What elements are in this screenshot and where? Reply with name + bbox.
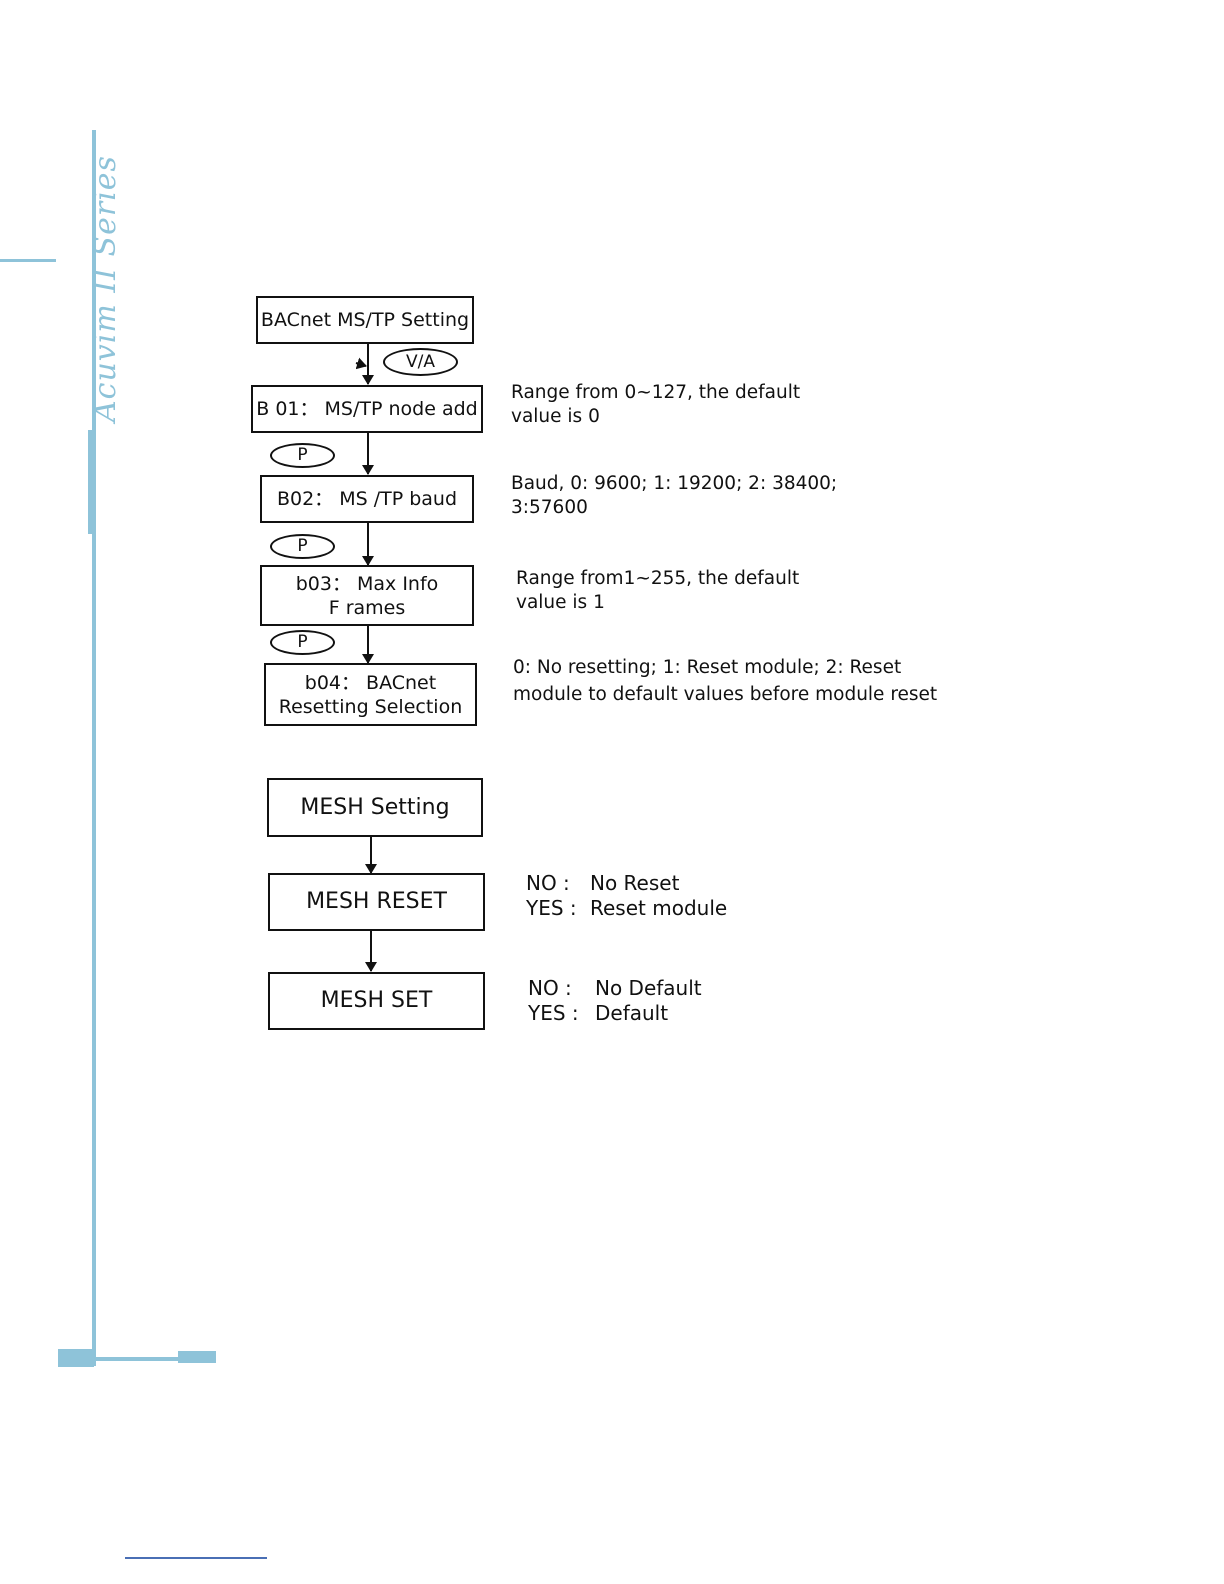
mesh-title: MESH Setting (300, 794, 450, 820)
va-key-label: V/A (406, 351, 435, 372)
option-key: YES : (528, 1001, 579, 1025)
b03-box: b03： Max Info F rames (260, 565, 474, 626)
option-key: NO : (526, 871, 570, 895)
mesh-reset-box: MESH RESET (268, 873, 485, 931)
b03-desc-line-2: value is 1 (516, 592, 605, 613)
b02-box: B02： MS /TP baud (260, 475, 474, 523)
va-key-oval: V/A (383, 348, 458, 376)
sidebar-vertical-line (92, 130, 96, 1366)
b04-label-line-1: b04： BACnet (304, 671, 437, 694)
sidebar-top-tick (0, 259, 56, 262)
p-key-label-2: P (297, 536, 308, 556)
b03-label-line-1: b03： Max Info (295, 572, 439, 595)
b01-desc: Range from 0~127, the default value is 0 (511, 381, 800, 429)
sidebar-thick-segment (88, 430, 95, 534)
b04-desc-line-2: module to default values before module r… (513, 684, 938, 705)
mesh-reset-options: NO : No Reset YES : Reset module (526, 871, 727, 921)
mesh-set-options: NO : No Default YES : Default (528, 976, 702, 1026)
option-value: No Default (595, 976, 702, 1000)
b02-desc-line-2: 3:57600 (511, 497, 588, 518)
mesh-title-box: MESH Setting (267, 778, 483, 837)
footer-rule (125, 1557, 267, 1559)
bacnet-title-box: BACnet MS/TP Setting (256, 296, 474, 344)
option-value: Default (595, 1001, 669, 1025)
b04-box: b04： BACnet Resetting Selection (264, 663, 477, 726)
b01-desc-line-1: Range from 0~127, the default (511, 382, 801, 403)
b01-desc-line-2: value is 0 (511, 406, 600, 427)
mesh-set-option-yes: YES : Default (528, 1001, 702, 1026)
mesh-reset-option-yes: YES : Reset module (526, 896, 727, 921)
p-key-oval-3: P (270, 630, 335, 655)
option-key: NO : (528, 976, 572, 1000)
option-value: No Reset (590, 871, 680, 895)
mesh-set-option-no: NO : No Default (528, 976, 702, 1001)
b03-label-line-2: F rames (328, 596, 406, 619)
p-key-oval-2: P (270, 534, 335, 559)
b02-label: B02： MS /TP baud (276, 488, 458, 510)
b04-desc: 0: No resetting; 1: Reset module; 2: Res… (513, 654, 937, 708)
b01-box: B 01： MS/TP node add (251, 385, 483, 433)
sidebar-bottom-block (58, 1349, 94, 1367)
sidebar-bottom-end (178, 1351, 216, 1363)
option-key: YES : (526, 896, 577, 920)
b02-desc-line-1: Baud, 0: 9600; 1: 19200; 2: 38400; (511, 473, 838, 494)
p-key-label-1: P (297, 445, 308, 465)
b04-desc-line-1: 0: No resetting; 1: Reset module; 2: Res… (513, 657, 902, 678)
bacnet-title: BACnet MS/TP Setting (260, 309, 470, 331)
sidebar-bottom-line (92, 1357, 182, 1361)
mesh-set-label: MESH SET (320, 988, 433, 1013)
mesh-reset-option-no: NO : No Reset (526, 871, 727, 896)
arrow-side-entry (355, 357, 367, 370)
b04-label-line-2: Resetting Selection (278, 695, 463, 718)
option-value: Reset module (590, 896, 728, 920)
p-key-label-3: P (297, 632, 308, 652)
b02-desc: Baud, 0: 9600; 1: 19200; 2: 38400; 3:576… (511, 472, 837, 520)
mesh-set-box: MESH SET (268, 972, 485, 1030)
b03-desc: Range from1~255, the default value is 1 (516, 567, 799, 615)
b03-desc-line-1: Range from1~255, the default (516, 568, 800, 589)
mesh-reset-label: MESH RESET (306, 889, 447, 914)
p-key-oval-1: P (270, 443, 335, 468)
b01-label: B 01： MS/TP node add (256, 398, 478, 420)
